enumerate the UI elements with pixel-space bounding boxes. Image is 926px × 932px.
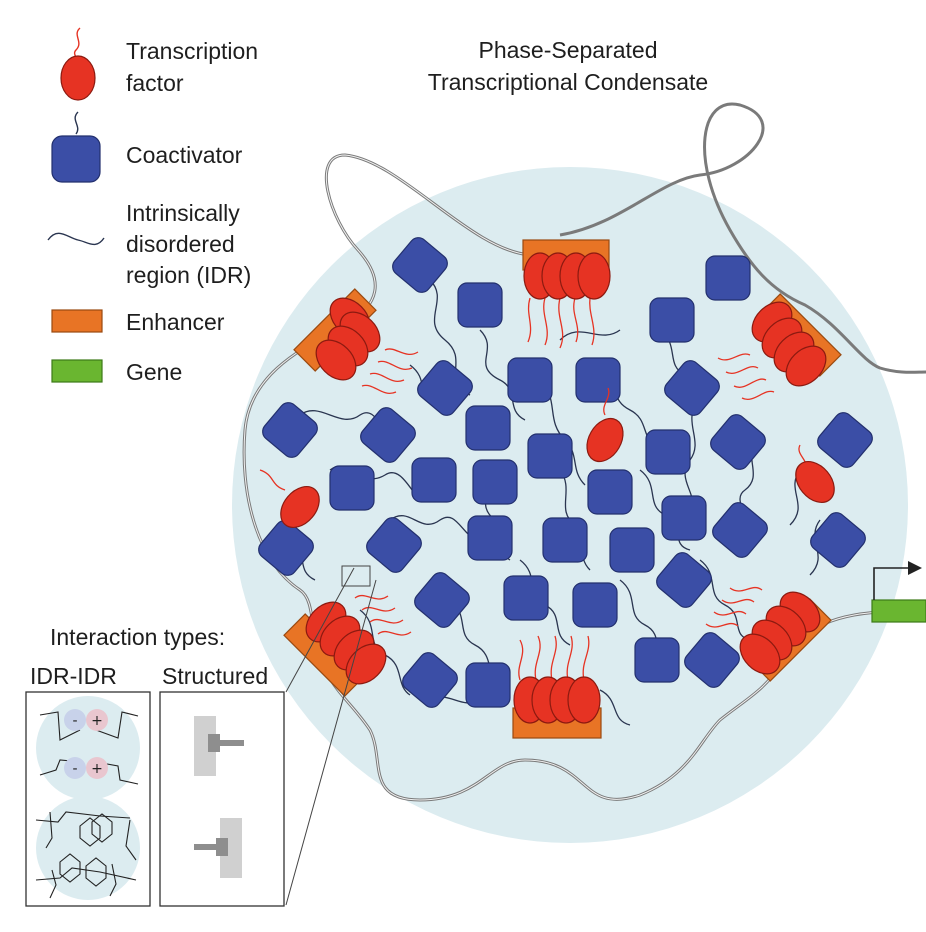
coactivator [542,517,588,563]
coactivator [609,527,655,573]
coactivator [810,512,866,568]
structured-domain [194,716,216,776]
coactivator [684,632,740,688]
idr-electrostatic-circle [36,696,140,800]
idr-squiggle-icon [47,232,105,246]
tf-tail-icon [73,27,81,61]
plus-sign: + [91,761,103,777]
coactivator [664,360,720,416]
structured-ligand [220,740,244,746]
coactivator [411,457,457,503]
coactivator-icon [51,135,101,183]
legend: Transcription factor Coactivator Intrins… [47,27,258,385]
transcription-arrow-icon [908,561,922,575]
coactivator [392,237,448,293]
zoom-line-top [285,567,355,693]
coactivator [712,502,768,558]
coactivator [572,582,618,628]
enhancer-cluster-lower-right [705,586,832,682]
legend-coactivator: Coactivator [126,142,243,168]
coactivator [503,575,549,621]
coactivator [457,282,503,328]
coactivator [472,459,518,505]
gene [871,561,926,623]
aromatic-ring-icon [85,857,107,887]
zoom-region [341,565,371,587]
coactivator [817,412,873,468]
minus-sign: - [72,713,77,729]
legend-gene: Gene [126,359,182,385]
coactivator [262,402,318,458]
enhancer-cluster-upper-left [293,288,419,394]
coactivator [656,552,712,608]
enhancer-cluster-bottom [512,635,602,739]
coactivator [575,357,621,403]
coactivator [402,652,458,708]
legend-tf-line1: Transcription [126,38,258,64]
transcription-factor-icon [60,55,96,101]
coactivator [649,297,695,343]
coactivator [465,405,511,451]
coactivator [527,433,573,479]
enhancer-cluster-lower-left [283,594,412,697]
aromatic-ring-icon [79,817,101,847]
coactivator [366,517,422,573]
interaction-types-heading: Interaction types: [50,624,225,650]
coactivator [417,360,473,416]
diagram-title-line1: Phase-Separated [478,37,657,63]
structured-label: Structured [162,663,268,689]
legend-enhancer: Enhancer [126,309,225,335]
diagram-title-line2: Transcriptional Condensate [428,69,708,95]
coactivator-cluster [258,237,873,708]
plus-charge-bubble [86,757,108,779]
coactivator [645,429,691,475]
coactivator [634,637,680,683]
enhancer-cluster-upper-right [717,293,842,400]
coactivator [705,255,751,301]
coactivator [467,515,513,561]
coactivator [258,520,314,576]
coactivator-tail-icon [74,111,79,135]
gene-icon [51,359,103,383]
legend-idr-line3: region (IDR) [126,262,251,288]
structured-binding-pocket [216,838,228,856]
free-transcription-factors [259,387,843,536]
coactivator [329,465,375,511]
structured-domain [220,818,242,878]
idr-idr-label: IDR-IDR [30,663,117,689]
zoom-line-bottom [285,579,377,906]
coactivator [710,414,766,470]
legend-idr-line1: Intrinsically [126,200,240,226]
minus-sign: - [72,761,77,777]
legend-idr-line2: disordered [126,231,235,257]
coactivator [360,407,416,463]
enhancer-cluster-top [522,239,611,349]
coactivator [661,495,707,541]
enhancer-icon [51,309,103,333]
aromatic-ring-icon [91,813,113,843]
coactivator [414,572,470,628]
interaction-types-panel: Interaction types: IDR-IDR Structured [25,565,377,907]
structured-binding-pocket [208,734,220,752]
plus-sign: + [91,713,103,729]
condensate-droplet [232,167,908,843]
coactivator [587,469,633,515]
coactivator [507,357,553,403]
coactivator [465,662,511,708]
dna-strand-top [559,102,926,374]
plus-charge-bubble [86,709,108,731]
minus-charge-bubble [64,709,86,731]
minus-charge-bubble [64,757,86,779]
structured-ligand [194,844,218,850]
aromatic-ring-icon [59,853,81,883]
legend-tf-line2: factor [126,70,184,96]
idr-aromatic-circle [36,796,140,900]
